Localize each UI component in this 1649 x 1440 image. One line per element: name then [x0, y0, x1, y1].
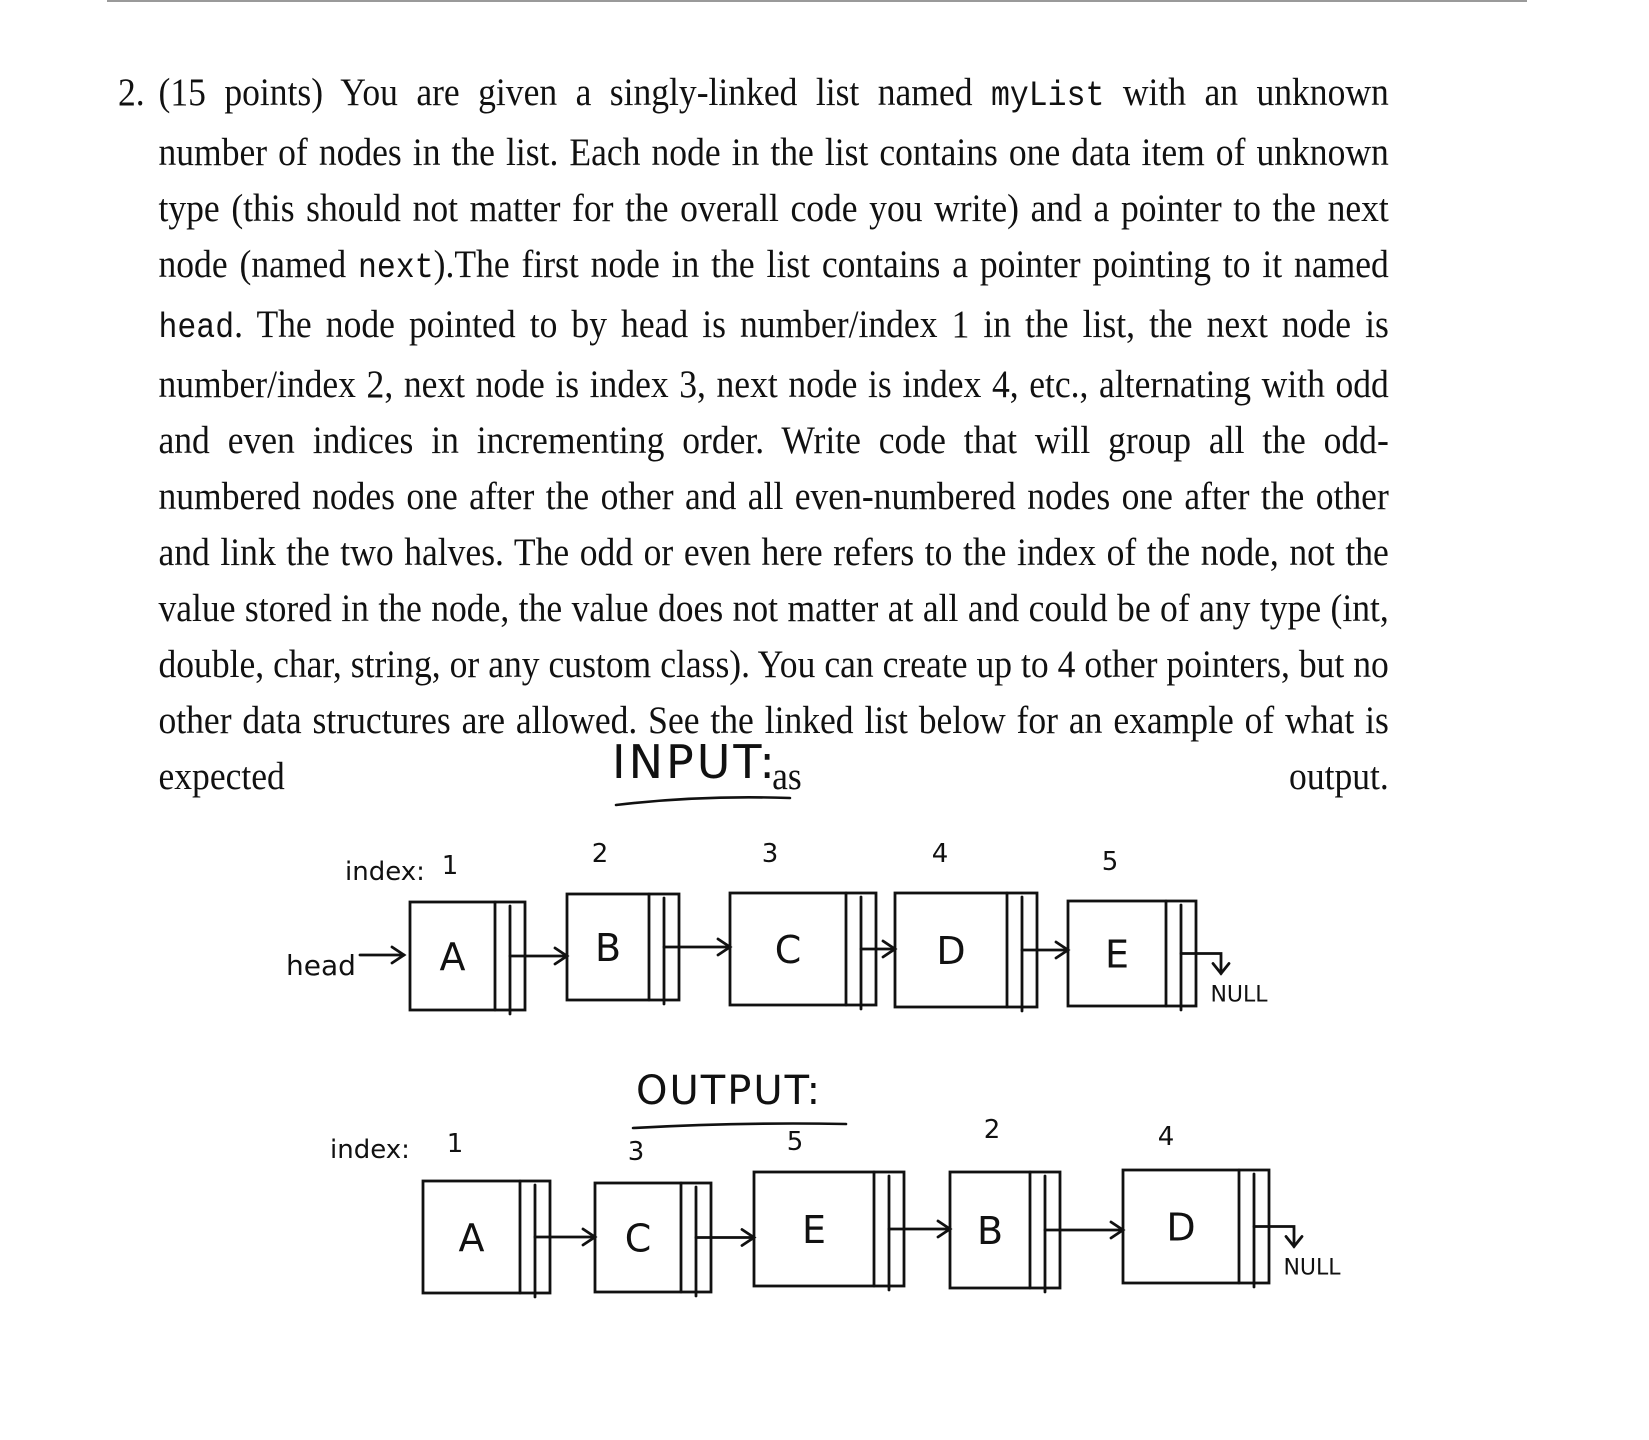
input-node-box	[565, 892, 681, 1002]
output-title: OUTPUT:	[636, 1068, 822, 1114]
output-node-index: 2	[984, 1115, 1001, 1145]
output-node-4: B2	[948, 1115, 1126, 1294]
problem-text-1: You are given a singly-linked list named	[340, 70, 973, 114]
output-arrow-head	[1284, 1235, 1304, 1249]
output-node-3: E5	[752, 1127, 953, 1292]
output-null-arrow	[1252, 1225, 1296, 1248]
output-node-value: E	[802, 1208, 826, 1252]
input-node-box	[893, 891, 1039, 1009]
output-node-box	[1121, 1168, 1271, 1285]
output-node-2: C3	[593, 1137, 757, 1298]
input-null-label: NULL	[1210, 983, 1268, 1008]
input-node-value: A	[440, 935, 466, 979]
code-next: next	[357, 248, 434, 288]
input-node-4: D4	[893, 839, 1071, 1013]
problem-body: (15 points) You are given a singly-linke…	[159, 64, 1389, 804]
input-node-box	[408, 900, 527, 1012]
output-node-box	[752, 1170, 906, 1288]
output-node-value: B	[977, 1209, 1003, 1253]
problem-text-2: with an unknown number of nodes in the l…	[158, 70, 1389, 286]
input-node-value: C	[775, 928, 802, 972]
problem-number: 2.	[118, 70, 145, 114]
output-node-value: C	[625, 1217, 652, 1261]
code-mylist: myList	[990, 76, 1105, 116]
input-node-2: B2	[565, 839, 733, 1006]
input-node-value: B	[595, 926, 621, 970]
problem-statement: 2. (15 points) You are given a singly-li…	[118, 64, 1389, 804]
input-node-index: 3	[762, 839, 779, 869]
input-arrow-head	[390, 945, 407, 965]
output-node-box	[948, 1170, 1062, 1290]
input-arrow-head	[1211, 962, 1231, 976]
input-index-label: index:	[345, 857, 425, 887]
output-node-value: A	[459, 1216, 485, 1260]
input-null-arrow	[1179, 952, 1223, 975]
output-node-index: 3	[628, 1137, 645, 1167]
problem-text-3: ).The first node in the list contains a …	[433, 242, 1389, 286]
input-node-box	[1066, 899, 1198, 1008]
code-head: head	[158, 308, 235, 348]
input-node-index: 1	[442, 851, 459, 881]
input-node-index: 4	[932, 839, 949, 869]
input-node-value: D	[936, 929, 965, 973]
input-node-index: 5	[1102, 847, 1119, 877]
top-rule	[107, 0, 1527, 2]
input-node-index: 2	[592, 839, 609, 869]
problem-points: (15 points)	[158, 70, 324, 114]
input-title-underline	[614, 796, 792, 807]
output-title-underline	[631, 1122, 848, 1130]
input-node-box	[728, 891, 878, 1007]
output-node-value: D	[1166, 1206, 1195, 1250]
output-node-1: A1	[421, 1129, 598, 1299]
output-node-box	[421, 1179, 552, 1295]
input-node-3: C3	[728, 839, 898, 1011]
problem-text-4: . The node pointed to by head is number/…	[158, 302, 1389, 798]
output-node-index: 5	[787, 1127, 804, 1157]
input-head-label: head	[286, 949, 356, 982]
output-node-index: 4	[1158, 1122, 1175, 1152]
input-node-1: A1	[408, 851, 570, 1016]
output-null-label: NULL	[1283, 1256, 1341, 1281]
output-node-index: 1	[447, 1129, 464, 1159]
input-node-value: E	[1105, 933, 1129, 977]
input-title: INPUT:	[612, 735, 778, 789]
output-index-label: index:	[330, 1135, 410, 1165]
output-node-box	[593, 1181, 713, 1294]
